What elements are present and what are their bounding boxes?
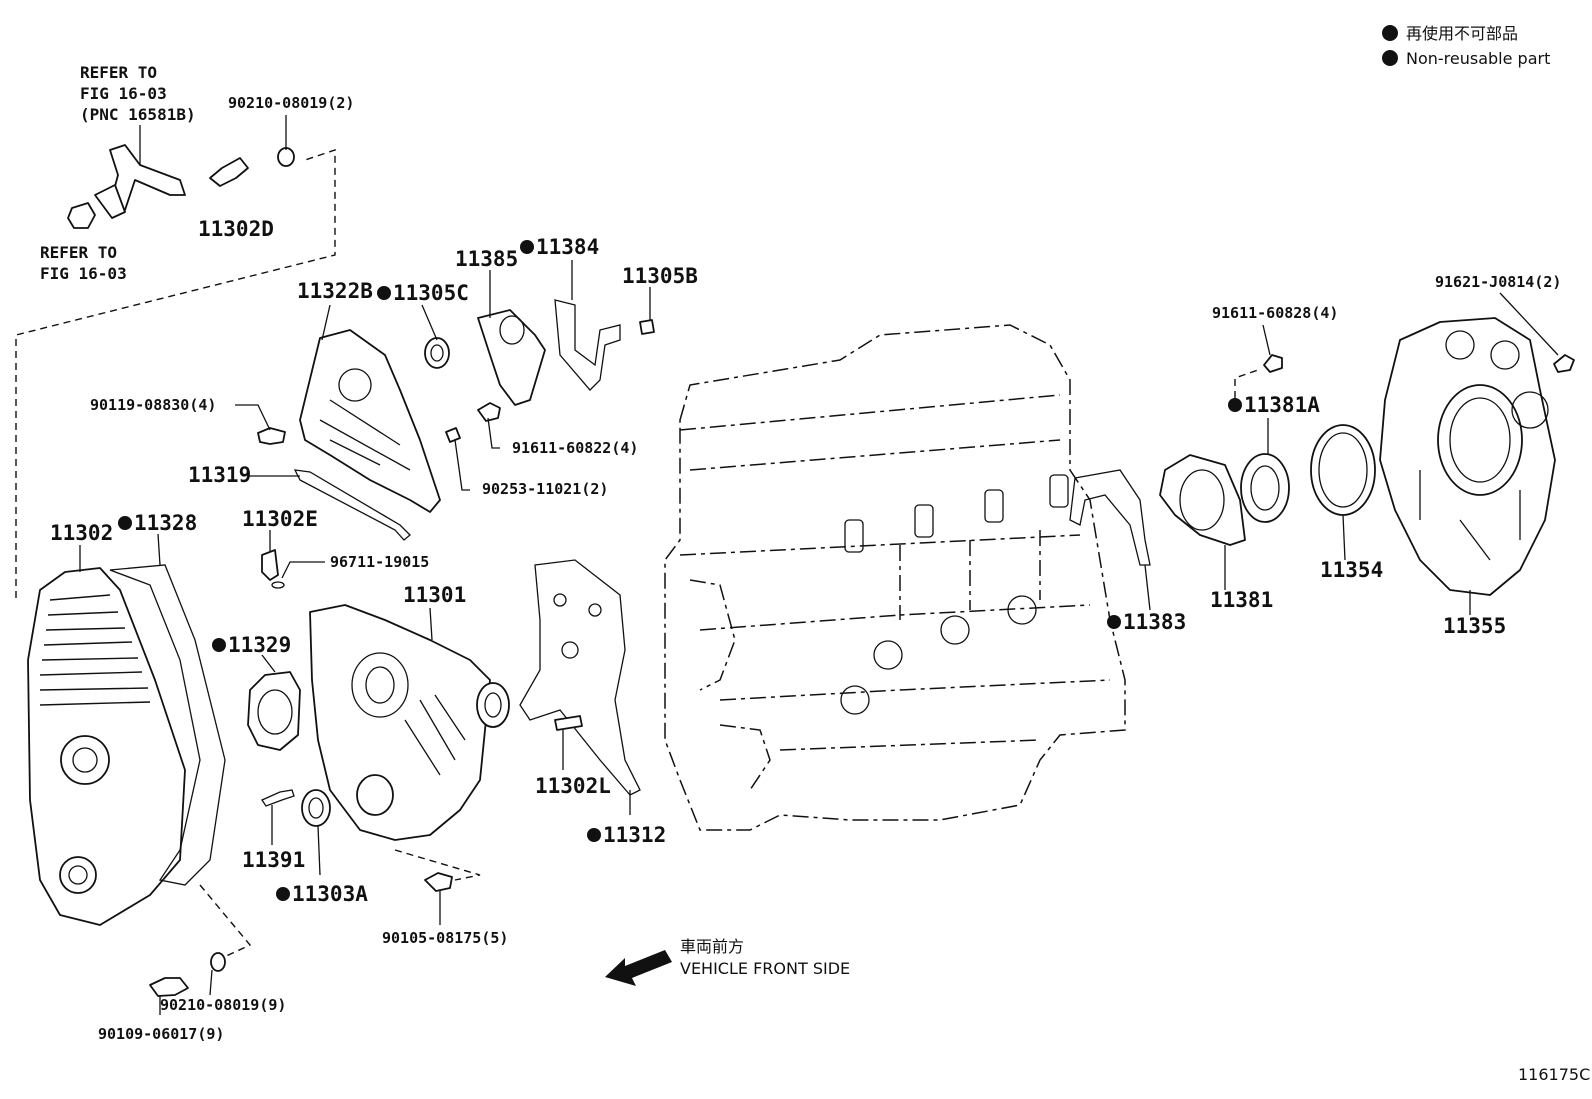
stud-icon xyxy=(554,715,583,731)
part-label-11384[interactable]: 11384 xyxy=(536,235,599,259)
part-label-91611-60822-4[interactable]: 91611-60822(4) xyxy=(512,439,638,457)
non-reusable-marker-icon xyxy=(520,240,534,254)
legend-english: Non-reusable part xyxy=(1406,49,1550,68)
refer-note-line: REFER TO xyxy=(40,243,117,262)
engine-block-outline xyxy=(664,324,1126,831)
part-label-11354[interactable]: 11354 xyxy=(1320,558,1383,582)
bolt-icon xyxy=(477,402,501,422)
bolt-icon xyxy=(1553,354,1575,373)
mount-bracket-icon xyxy=(477,309,546,406)
oil-seal-retainer-icon xyxy=(1159,454,1246,546)
timing-belt-cover-icon xyxy=(27,567,186,926)
part-label-91611-60828-4[interactable]: 91611-60828(4) xyxy=(1212,304,1338,322)
pin-icon xyxy=(445,427,461,443)
non-reusable-marker-icon xyxy=(1107,615,1121,629)
washer-icon xyxy=(277,147,295,167)
non-reusable-marker-icon xyxy=(1382,25,1398,41)
cover-gasket-icon xyxy=(109,564,226,886)
figure-code: 116175C xyxy=(1518,1065,1590,1084)
sensor-icon xyxy=(261,789,295,807)
part-label-11328[interactable]: 11328 xyxy=(134,511,197,535)
part-label-11383[interactable]: 11383 xyxy=(1123,610,1186,634)
pump-gasket-icon xyxy=(247,671,301,751)
part-label-11301[interactable]: 11301 xyxy=(403,583,466,607)
legend-japanese: 再使用不可部品 xyxy=(1406,24,1518,43)
part-label-96711-19015[interactable]: 96711-19015 xyxy=(330,553,429,571)
part-labels: 90210-08019(2) 11302D 11385 11384 11305B… xyxy=(50,94,1561,1043)
part-label-90105-08175-5[interactable]: 90105-08175(5) xyxy=(382,929,508,947)
part-label-11381A[interactable]: 11381A xyxy=(1244,393,1320,417)
part-label-11322B[interactable]: 11322B xyxy=(297,279,373,303)
direction-english: VEHICLE FRONT SIDE xyxy=(680,959,850,978)
clip-icon xyxy=(94,184,126,219)
part-illustrations xyxy=(27,144,1575,997)
oil-seal-icon xyxy=(301,789,331,827)
refer-note-bottom: REFER TO FIG 16-03 xyxy=(40,243,127,283)
legend: 再使用不可部品 Non-reusable part xyxy=(1382,24,1550,68)
gasket-icon xyxy=(554,299,621,391)
part-label-90253-11021-2[interactable]: 90253-11021(2) xyxy=(482,480,608,498)
part-label-11303A[interactable]: 11303A xyxy=(292,882,368,906)
part-label-11312[interactable]: 11312 xyxy=(603,823,666,847)
assembly-lines xyxy=(15,149,1259,959)
stud-icon xyxy=(261,549,279,581)
part-label-11305C[interactable]: 11305C xyxy=(393,281,469,305)
non-reusable-marker-icon xyxy=(276,887,290,901)
oil-pump-assembly-icon xyxy=(309,604,491,841)
refer-note-top: REFER TO FIG 16-03 (PNC 16581B) xyxy=(80,63,196,124)
rear-gasket-icon xyxy=(1069,469,1151,566)
oil-level-gauge-guide-icon xyxy=(293,469,411,541)
refer-note-line: REFER TO xyxy=(80,63,157,82)
part-label-90210-08019-2[interactable]: 90210-08019(2) xyxy=(228,94,354,112)
front-arrow-icon xyxy=(605,950,672,986)
oil-seal-icon xyxy=(424,337,450,369)
part-label-11302[interactable]: 11302 xyxy=(50,521,113,545)
part-label-90210-08019-9[interactable]: 90210-08019(9) xyxy=(160,996,286,1014)
bolt-icon xyxy=(424,872,453,892)
front-plate-gasket-icon xyxy=(519,559,641,796)
bolt-icon xyxy=(1263,354,1283,373)
non-reusable-marker-icon xyxy=(377,286,391,300)
part-label-11302D[interactable]: 11302D xyxy=(198,217,274,241)
nut-icon xyxy=(67,202,96,229)
non-reusable-marker-icon xyxy=(587,828,601,842)
washer-icon xyxy=(210,952,226,972)
non-reusable-marker-icon xyxy=(118,516,132,530)
rear-oil-seal-icon xyxy=(1240,453,1290,523)
part-label-11302E[interactable]: 11302E xyxy=(242,507,318,531)
part-label-90119-08830-4[interactable]: 90119-08830(4) xyxy=(90,396,216,414)
leader-lines xyxy=(79,115,1559,1015)
part-label-11305B[interactable]: 11305B xyxy=(622,264,698,288)
part-label-91621-J0814-2[interactable]: 91621-J0814(2) xyxy=(1435,273,1561,291)
refer-note-line: FIG 16-03 xyxy=(40,264,127,283)
o-ring-icon xyxy=(271,581,285,589)
part-label-11329[interactable]: 11329 xyxy=(228,633,291,657)
part-label-11319[interactable]: 11319 xyxy=(188,463,251,487)
refer-note-line: (PNC 16581B) xyxy=(80,105,196,124)
part-label-11355[interactable]: 11355 xyxy=(1443,614,1506,638)
vehicle-front-indicator: 車両前方 VEHICLE FRONT SIDE xyxy=(605,937,850,986)
part-label-11385[interactable]: 11385 xyxy=(455,247,518,271)
bolt-icon xyxy=(257,427,286,445)
refer-note-line: FIG 16-03 xyxy=(80,84,167,103)
part-label-11302L[interactable]: 11302L xyxy=(535,774,611,798)
non-reusable-marker-icon xyxy=(1382,50,1398,66)
stud-icon xyxy=(209,157,249,187)
part-label-11381[interactable]: 11381 xyxy=(1210,588,1273,612)
non-reusable-marker-icon xyxy=(1228,398,1242,412)
direction-japanese: 車両前方 xyxy=(680,937,744,956)
bolt-icon xyxy=(149,977,189,997)
pin-icon xyxy=(639,319,655,335)
non-reusable-marker-icon xyxy=(212,638,226,652)
part-label-11391[interactable]: 11391 xyxy=(242,848,305,872)
crank-seal-icon xyxy=(1310,424,1376,516)
part-label-90109-06017-9[interactable]: 90109-06017(9) xyxy=(98,1025,224,1043)
